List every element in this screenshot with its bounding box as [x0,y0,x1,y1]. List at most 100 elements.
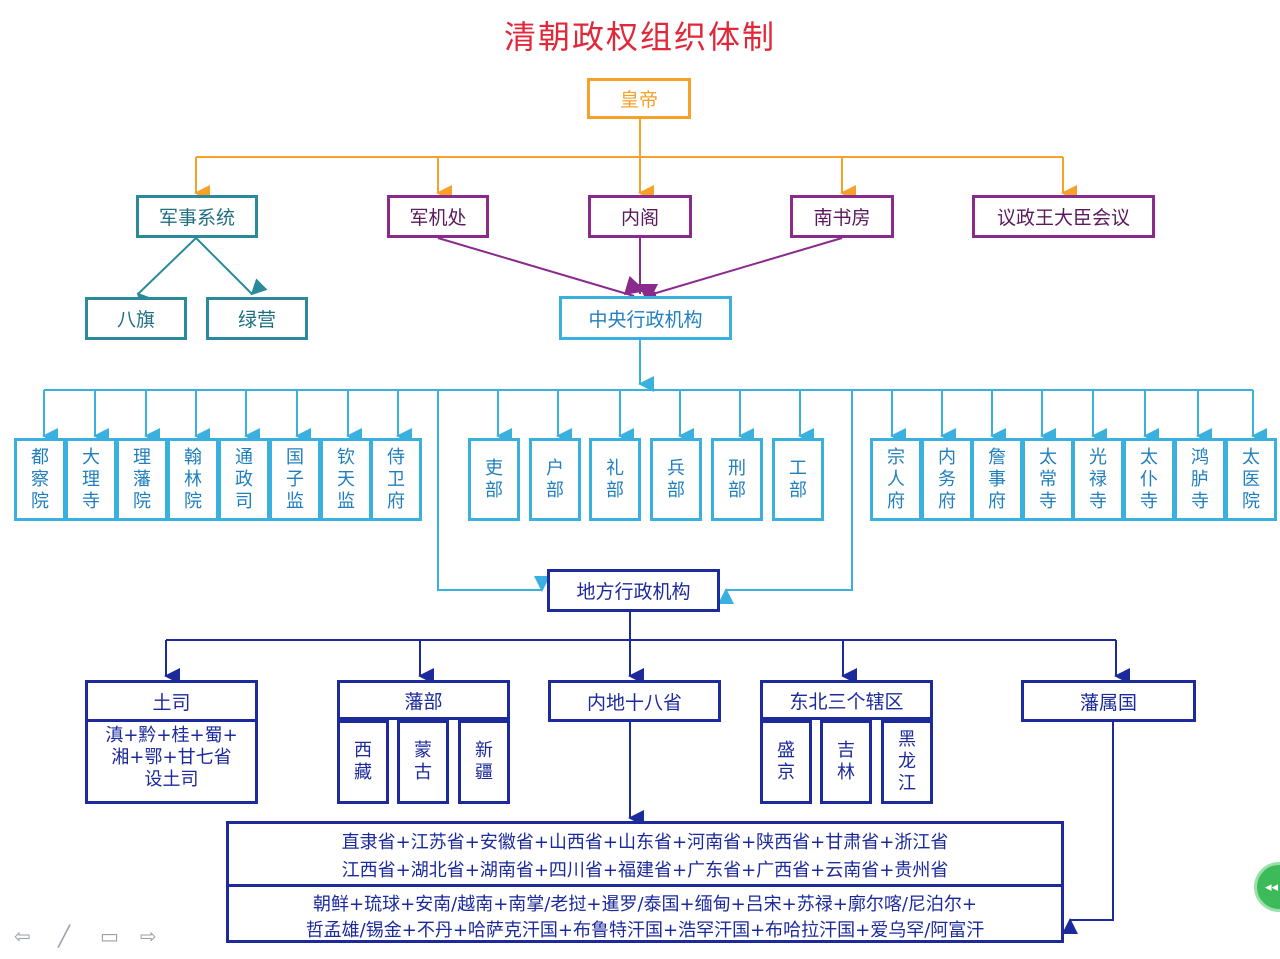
agency-box-char: 监 [286,490,304,512]
next-slide-icon[interactable]: ⇨ [140,924,157,948]
agency-box-char: 府 [387,490,405,512]
ministry-box: 户部 [529,438,581,521]
agency-box-char: 理 [133,446,151,468]
northeast-sub-box-char: 林 [837,762,855,783]
agency-box-char: 政 [235,468,253,490]
ministry-box: 礼部 [589,438,641,521]
agency-box-char: 林 [184,468,202,490]
southern-study-box: 南书房 [790,195,894,238]
agency-box: 詹事府 [971,438,1023,521]
pen-icon[interactable]: ╱ [58,924,71,948]
agency-box-char: 府 [887,490,905,512]
provinces-line: 直隶省+江苏省+安徽省+山西省+山东省+河南省+陕西省+甘肃省+浙江省 [341,832,949,853]
emperor-box: 皇帝 [587,78,691,119]
agency-box-char: 理 [82,468,100,490]
ministry-box: 吏部 [468,438,520,521]
agency-box-char: 府 [988,490,1006,512]
agency-box-char: 寺 [1140,490,1158,512]
chart-title: 清朝政权组织体制 [503,18,776,56]
grand-secretariat-box: 内阁 [588,195,692,238]
northeast-sub-box-char: 黑 [898,729,916,750]
agency-box-char: 鸿 [1191,446,1209,468]
agency-box-char: 国 [286,446,304,468]
provinces-vassals-panel: 直隶省+江苏省+安徽省+山西省+山东省+河南省+陕西省+甘肃省+浙江省 江西省+… [226,821,1064,943]
ministry-box-char: 工 [789,457,807,479]
ministry-box-char: 礼 [606,457,624,479]
fanbu-head: 藩部 [337,680,510,720]
grand-council-box: 军机处 [387,195,489,238]
agency-box-char: 司 [235,490,253,512]
ministry-box-char: 吏 [485,457,503,479]
fanbu-sub-box-char: 西 [354,740,372,761]
agency-box-char: 卫 [387,468,405,490]
agency-box-char: 仆 [1140,468,1158,490]
agency-box-char: 太 [1140,446,1158,468]
fanbu-sub-box-char: 疆 [475,762,493,783]
northeast-sub-box-char: 吉 [837,740,855,761]
agency-box-char: 察 [31,468,49,490]
northeast-sub-box: 吉林 [820,720,872,804]
ministry-box-char: 部 [667,479,685,501]
ministry-box-char: 部 [485,479,503,501]
screen-icon[interactable]: ▭ [100,924,119,948]
agency-box: 光禄寺 [1072,438,1124,521]
agency-box-char: 寺 [82,490,100,512]
agency-box: 太常寺 [1022,438,1074,521]
northeast-sub-box-char: 京 [777,762,795,783]
agency-box-char: 都 [31,446,49,468]
tusi-line: 设土司 [144,769,199,790]
tusi-group: 土司 滇+黔+桂+蜀+ 湘+鄂+甘七省 设土司 [85,680,258,804]
agency-box: 钦天监 [320,438,372,521]
northeast-sub-box-char: 江 [898,773,916,794]
agency-box: 都察院 [14,438,66,521]
ministry-box-char: 部 [606,479,624,501]
vassals-line: 哲孟雄/锡金+不丹+哈萨克汗国+布鲁特汗国+浩罕汗国+布哈拉汗国+爱乌罕/阿富汗 [305,920,985,941]
agency-box-char: 寺 [1191,490,1209,512]
agency-box: 宗人府 [870,438,922,521]
agency-box: 侍卫府 [370,438,422,521]
agency-box: 通政司 [218,438,270,521]
ministry-box: 兵部 [650,438,702,521]
agency-box: 鸿胪寺 [1174,438,1226,521]
agency-box-char: 胪 [1191,468,1209,490]
inland-provinces-box: 内地十八省 [548,680,721,722]
northeast-sub-box-char: 盛 [777,740,795,761]
agency-box-char: 务 [938,468,956,490]
deliberative-council-box: 议政王大臣会议 [972,195,1155,238]
agency-box-char: 天 [337,468,355,490]
fanbu-sub-box: 西藏 [337,720,389,804]
agency-box-char: 詹 [988,446,1006,468]
agency-box: 翰林院 [167,438,219,521]
ministry-box-char: 部 [546,479,564,501]
vassal-states-box: 藩属国 [1021,680,1196,722]
fanbu-sub-box-char: 藏 [354,762,372,783]
agency-box: 国子监 [269,438,321,521]
agency-box: 内务府 [921,438,973,521]
agency-box-char: 侍 [387,446,405,468]
fanbu-sub-box-char: 蒙 [414,740,432,761]
agency-box-char: 子 [286,468,304,490]
eight-banners-box: 八旗 [85,297,187,340]
local-admin-box: 地方行政机构 [547,569,720,612]
ministry-box-char: 户 [546,457,564,479]
fanbu-sub-box-char: 新 [475,740,493,761]
agency-box-char: 太 [1039,446,1057,468]
fanbu-sub-box: 新疆 [458,720,510,804]
ministry-box: 工部 [772,438,824,521]
prev-slide-icon[interactable]: ⇦ [14,924,31,948]
agency-box-char: 府 [938,490,956,512]
tusi-text: 滇+黔+桂+蜀+ 湘+鄂+甘七省 设土司 [88,725,255,791]
agency-box-char: 寺 [1039,490,1057,512]
agency-box-char: 太 [1242,446,1260,468]
agency-box: 太医院 [1225,438,1277,521]
vassals-line: 朝鲜+琉球+安南/越南+南掌/老挝+暹罗/泰国+缅甸+吕宋+苏禄+廓尔喀/尼泊尔… [313,894,977,915]
provinces-line: 江西省+湖北省+湖南省+四川省+福建省+广东省+广西省+云南省+贵州省 [341,860,949,881]
northeast-sub-box-char: 龙 [898,751,916,772]
agency-box-char: 内 [938,446,956,468]
agency-box-char: 事 [988,468,1006,490]
tusi-line: 湘+鄂+甘七省 [111,747,232,768]
agency-box-char: 医 [1242,468,1260,490]
tusi-head: 土司 [88,683,255,722]
agency-box-char: 院 [1242,490,1260,512]
